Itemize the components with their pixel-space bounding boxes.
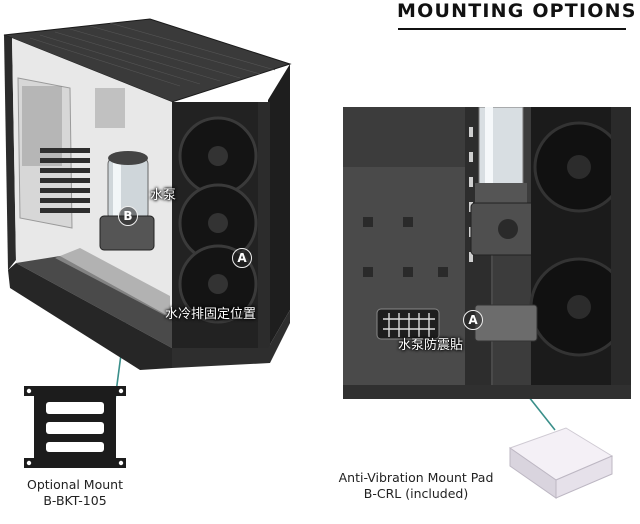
pad-caption-code: B-CRL (included) (363, 486, 469, 501)
title-underline (398, 28, 626, 30)
detail-photo (343, 107, 631, 399)
case-photo (3, 18, 292, 370)
callout-a-case: A (232, 248, 252, 268)
callout-a-detail: A (463, 310, 483, 330)
pump-pad-label: 水泵防震貼 (398, 338, 464, 353)
radiator-position-label: 水冷排固定位置 (165, 307, 257, 322)
bracket-caption-name: Optional Mount (26, 477, 123, 492)
page-title: MOUNTING OPTIONS (397, 0, 637, 22)
pad-caption-name: Anti-Vibration Mount Pad (338, 470, 494, 485)
pump-label: 水泵 (150, 188, 177, 203)
bracket-caption-code: B-BKT-105 (43, 493, 107, 508)
vibration-pad-image (508, 427, 614, 499)
callout-b-case: B (118, 206, 138, 226)
mount-bracket-image (24, 386, 126, 468)
